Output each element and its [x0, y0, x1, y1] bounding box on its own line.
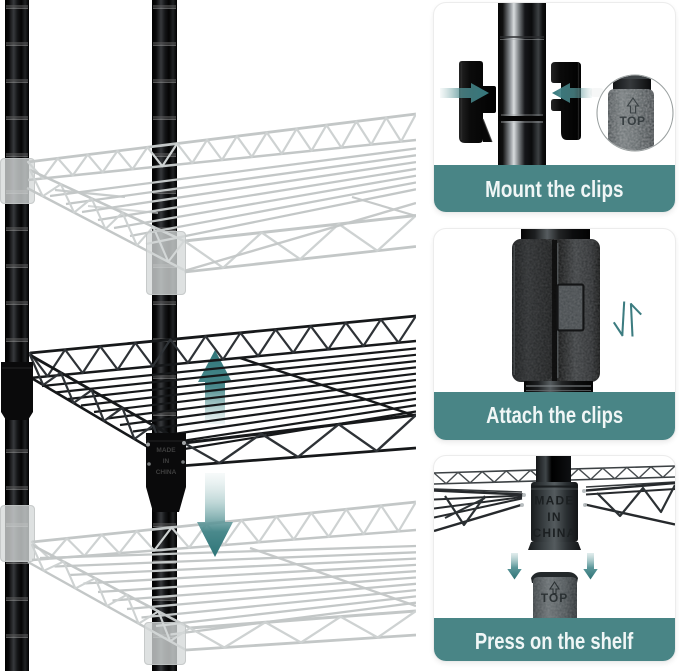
- svg-text:TOP: TOP: [620, 114, 646, 128]
- svg-text:MADE: MADE: [534, 494, 574, 508]
- svg-text:IN: IN: [547, 510, 561, 524]
- svg-text:MADE: MADE: [156, 447, 176, 454]
- svg-text:CHINA: CHINA: [533, 526, 577, 540]
- svg-text:IN: IN: [163, 458, 170, 465]
- svg-text:CHINA: CHINA: [156, 469, 177, 476]
- svg-text:TOP: TOP: [541, 591, 568, 605]
